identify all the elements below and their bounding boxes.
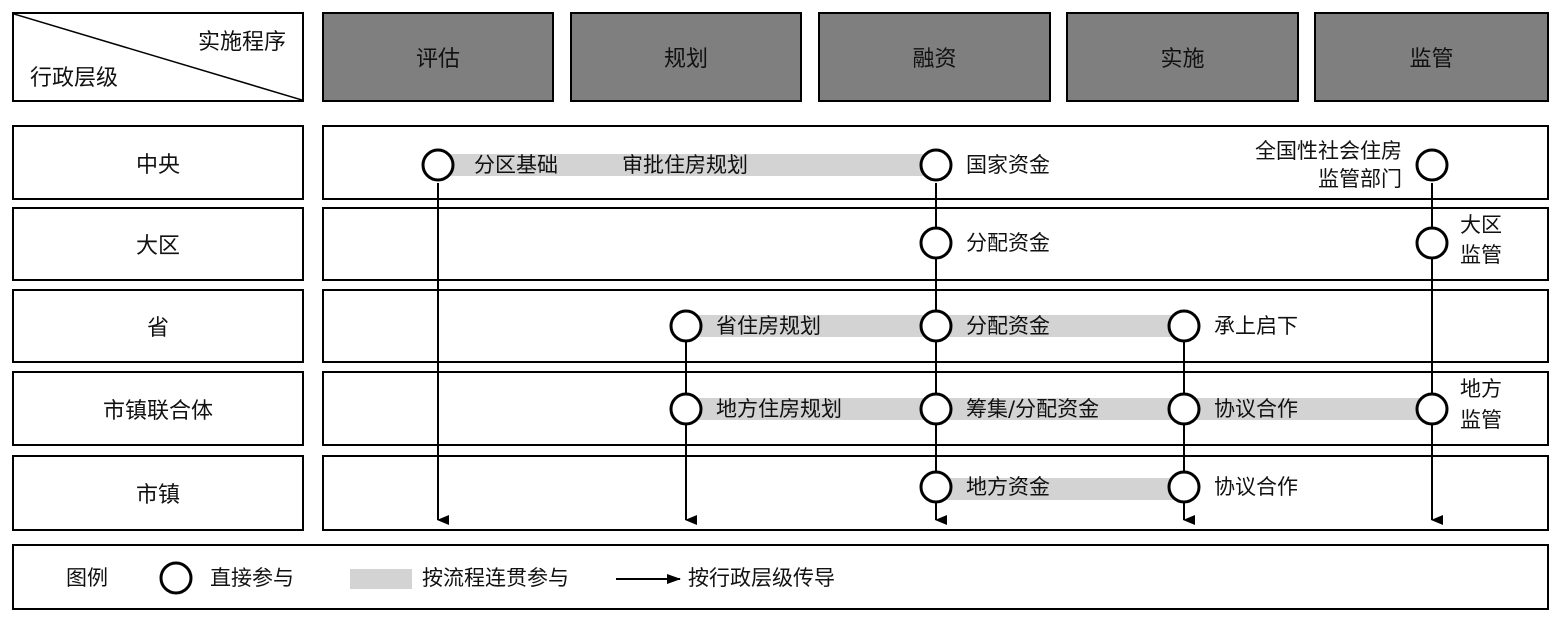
node-circle-province-financing — [919, 309, 953, 343]
phase-label: 监管 — [1409, 47, 1454, 72]
node-label: 分配资金 — [966, 231, 1050, 255]
level-central: 中央 — [12, 125, 304, 200]
node-circle-municipality-implementation — [1167, 470, 1201, 504]
node-label: 大区 — [1460, 213, 1502, 237]
node-label: 协议合作 — [1214, 397, 1298, 421]
legend-title: 图例 — [66, 566, 108, 590]
legend-circle-icon — [159, 561, 193, 595]
node-circle-central-assessment — [421, 148, 455, 182]
level-province: 省 — [12, 289, 304, 363]
node-circle-province-implementation — [1167, 309, 1201, 343]
continuity-bar-municipality — [936, 478, 1184, 500]
level-label: 省 — [146, 316, 169, 341]
node-circle-intermunicipal-implementation — [1167, 392, 1201, 426]
legend-box — [12, 544, 1549, 610]
phase-label: 融资 — [912, 47, 957, 72]
level-region: 大区 — [12, 207, 304, 281]
node-label: 地方 — [1460, 377, 1502, 401]
node-circle-region-financing — [919, 226, 953, 260]
legend-bar-label: 按流程连贯参与 — [422, 566, 569, 590]
node-label: 国家资金 — [966, 153, 1050, 177]
node-label: 分配资金 — [966, 314, 1050, 338]
level-intermunicipal: 市镇联合体 — [12, 371, 304, 446]
node-circle-central-supervision — [1415, 148, 1449, 182]
node-circle-municipality-financing — [919, 470, 953, 504]
node-label: 协议合作 — [1214, 475, 1298, 499]
node-label: 监管部门 — [1318, 167, 1402, 191]
node-label: 地方住房规划 — [716, 397, 842, 421]
node-circle-intermunicipal-financing — [919, 392, 953, 426]
node-circle-province-planning — [669, 309, 703, 343]
level-label: 大区 — [135, 234, 180, 259]
node-circle-central-financing — [919, 148, 953, 182]
continuity-bar-intermunicipal — [686, 398, 1432, 420]
continuity-bar-central — [438, 154, 936, 176]
node-label: 地方资金 — [966, 475, 1050, 499]
node-label: 承上启下 — [1214, 314, 1298, 338]
corner-label-admin-level: 行政层级 — [30, 66, 119, 91]
node-circle-intermunicipal-planning — [669, 392, 703, 426]
node-circle-intermunicipal-supervision — [1415, 392, 1449, 426]
legend-bar-icon — [350, 569, 412, 589]
header-corner-cell: 实施程序 行政层级 — [12, 12, 304, 102]
phase-label: 规划 — [663, 47, 708, 72]
node-label: 监管 — [1460, 408, 1502, 432]
node-label: 审批住房规划 — [622, 153, 748, 177]
node-label: 分区基础 — [474, 153, 558, 177]
level-label: 市镇 — [135, 483, 180, 508]
node-label: 监管 — [1460, 243, 1502, 267]
legend-circle-label: 直接参与 — [210, 566, 294, 590]
node-circle-region-supervision — [1415, 226, 1449, 260]
legend-arrow-label: 按行政层级传导 — [688, 566, 835, 590]
corner-diagonal — [14, 14, 302, 100]
phase-supervision: 监管 — [1314, 12, 1549, 102]
node-label: 省住房规划 — [716, 314, 821, 338]
node-label: 全国性社会住房 — [1255, 139, 1402, 163]
corner-label-procedure: 实施程序 — [197, 30, 286, 55]
phase-planning: 规划 — [570, 12, 802, 102]
phase-assessment: 评估 — [322, 12, 554, 102]
phase-financing: 融资 — [818, 12, 1051, 102]
level-label: 中央 — [135, 152, 180, 178]
phase-label: 评估 — [415, 47, 460, 72]
node-label: 筹集/分配资金 — [966, 397, 1099, 421]
phase-implementation: 实施 — [1066, 12, 1299, 102]
level-municipality: 市镇 — [12, 455, 304, 531]
phase-label: 实施 — [1160, 47, 1205, 72]
level-label: 市镇联合体 — [102, 398, 213, 424]
